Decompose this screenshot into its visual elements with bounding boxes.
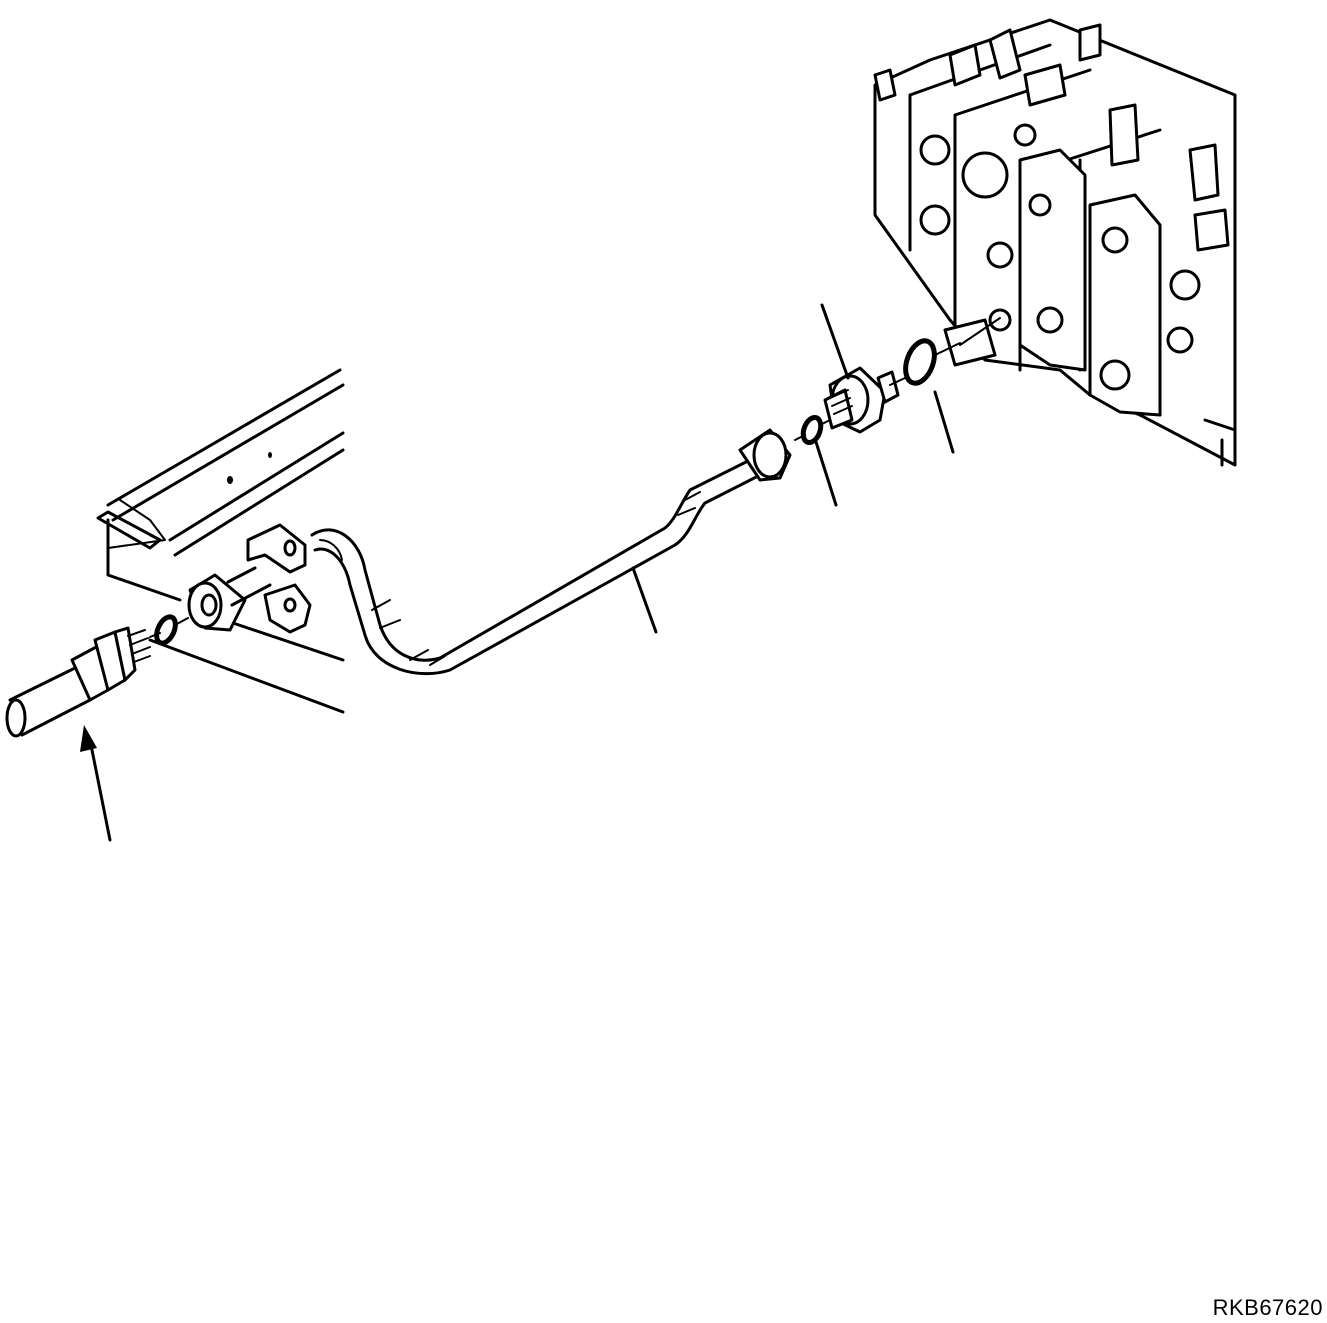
o-ring-large (903, 338, 937, 386)
assembly-lines (149, 342, 961, 638)
leader-o-ring-large (933, 390, 955, 454)
adapter-fitting (823, 366, 900, 434)
frame-bracket (96, 368, 345, 714)
leader-hose-arrowhead (80, 725, 97, 752)
tube (310, 428, 792, 676)
control-valve (873, 18, 1237, 467)
leader-hose (88, 738, 112, 842)
o-ring-hose-end (154, 614, 178, 646)
leader-adapter (820, 303, 850, 380)
leader-lines (80, 303, 955, 842)
hose (5, 626, 151, 738)
figure-code: RKB67620 (1212, 1295, 1323, 1320)
o-ring-small (800, 414, 824, 446)
leader-tube (631, 566, 658, 634)
clamp (187, 523, 312, 634)
leader-o-ring-small (814, 440, 838, 507)
